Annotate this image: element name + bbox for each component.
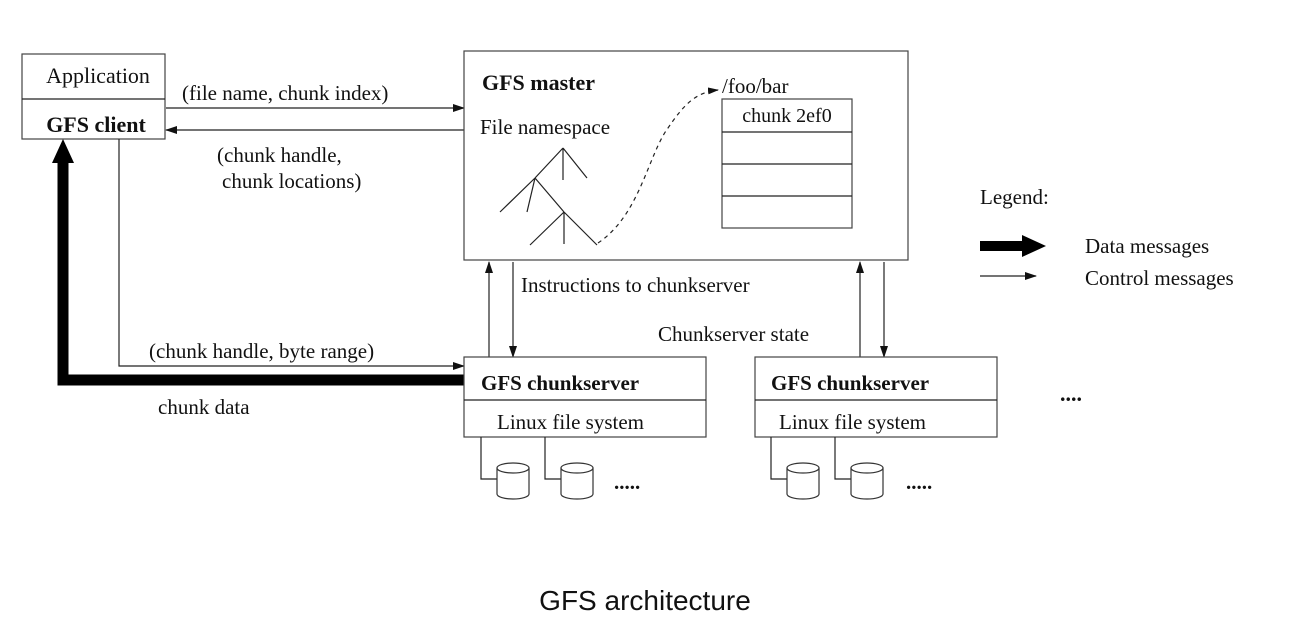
reply-label-line2: chunk locations) [222, 169, 361, 193]
legend: Legend: Data messages Control messages [980, 185, 1234, 290]
chunkserver-outline [463, 356, 707, 438]
legend-control-label: Control messages [1085, 266, 1234, 290]
disk-icon [560, 462, 594, 500]
linux-fs-label: Linux file system [779, 410, 926, 434]
chunk-id-label: chunk 2ef0 [742, 105, 831, 127]
legend-data-label: Data messages [1085, 234, 1209, 258]
application-label: Application [46, 63, 150, 88]
disk-icon [850, 462, 884, 500]
legend-title: Legend: [980, 185, 1049, 209]
figure-caption: GFS architecture [539, 585, 751, 616]
client-box: Application GFS client [21, 53, 166, 140]
chunkserver-2: GFS chunkserver Linux file system ..... [754, 356, 998, 500]
chunkserver-title: GFS chunkserver [481, 371, 639, 395]
disk-icon [786, 462, 820, 500]
namespace-tree-icon [499, 147, 598, 246]
namespace-label: File namespace [480, 115, 610, 139]
chunk-data-label: chunk data [158, 395, 250, 419]
chunkserver-title: GFS chunkserver [771, 371, 929, 395]
linux-fs-label: Linux file system [497, 410, 644, 434]
more-chunkservers-ellipsis: .... [1060, 381, 1082, 406]
disk-icon [496, 462, 530, 500]
gfs-client-label: GFS client [46, 112, 146, 137]
data-request-label: (chunk handle, byte range) [149, 339, 374, 363]
lookup-pointer [597, 87, 719, 244]
chunk-data-arrowhead [52, 139, 74, 163]
file-path-label: /foo/bar [722, 74, 788, 98]
master-title: GFS master [482, 70, 595, 95]
more-disks-ellipsis: ..... [906, 470, 932, 494]
chunk-table: chunk 2ef0 [721, 98, 853, 229]
instructions-label: Instructions to chunkserver [521, 273, 750, 297]
disk-connectors [480, 437, 561, 480]
chunk-data-arrow [57, 162, 464, 386]
reply-label-line1: (chunk handle, [217, 143, 342, 167]
chunkserver-1: GFS chunkserver Linux file system ..... [463, 356, 707, 500]
data-request-arrow [118, 139, 465, 370]
chunkserver-outline [754, 356, 998, 438]
chunkserver-state-label: Chunkserver state [658, 322, 809, 346]
client-outline [21, 53, 166, 140]
legend-data-arrow-shaft [980, 241, 1024, 251]
legend-data-arrowhead [1022, 235, 1046, 257]
request-label: (file name, chunk index) [182, 81, 388, 105]
disk-connectors [770, 437, 851, 480]
master-box: GFS master File namespace /foo/bar chunk… [463, 50, 909, 261]
more-disks-ellipsis: ..... [614, 470, 640, 494]
